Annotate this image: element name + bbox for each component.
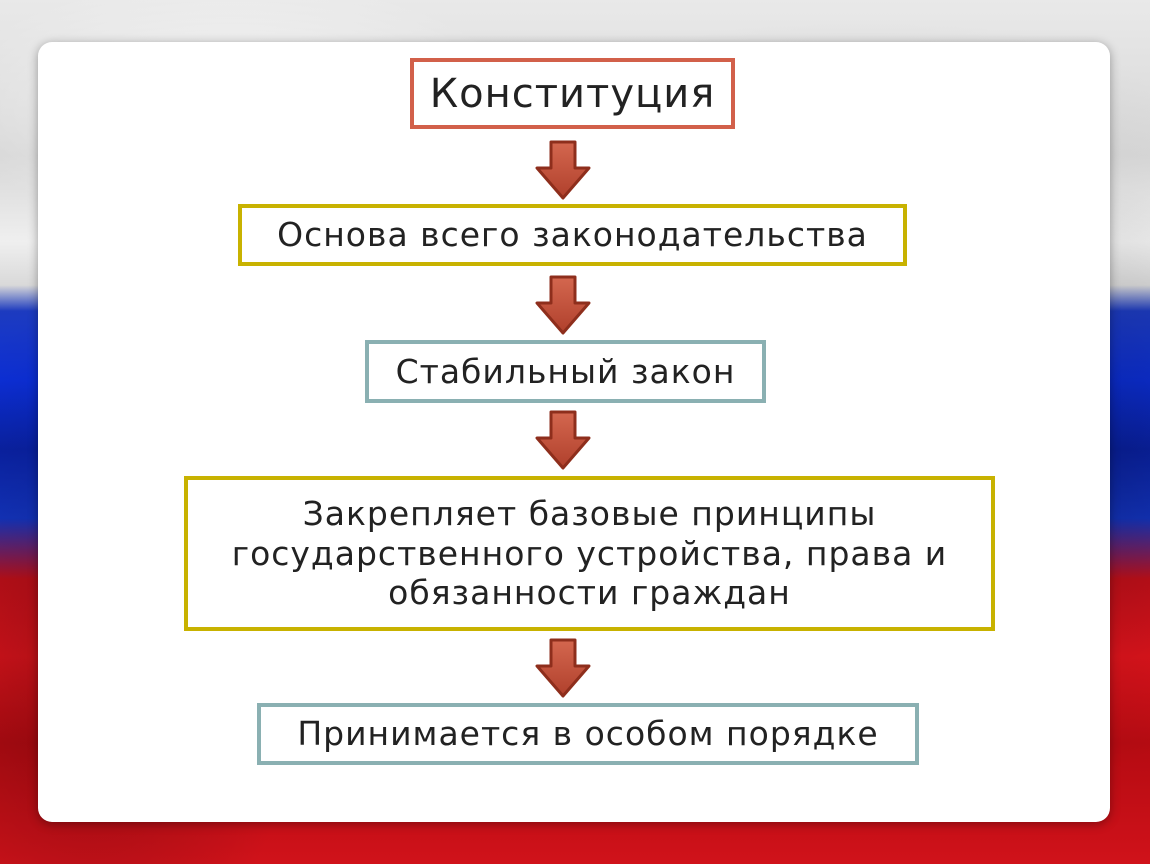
node-constitution: Конституция — [410, 58, 735, 129]
down-arrow-icon — [533, 140, 593, 202]
down-arrow-icon — [533, 275, 593, 337]
down-arrow-icon — [533, 410, 593, 472]
node-special-procedure: Принимается в особом порядке — [257, 703, 919, 765]
node-stable-law: Стабильный закон — [365, 340, 766, 403]
node-basis-of-legislation: Основа всего законодательства — [238, 204, 907, 266]
node-constitution-label: Конституция — [429, 70, 716, 117]
node-basic-principles: Закрепляет базовые принципы государствен… — [184, 476, 995, 631]
node-special-procedure-label: Принимается в особом порядке — [297, 714, 879, 754]
down-arrow-icon — [533, 638, 593, 700]
node-stable-law-label: Стабильный закон — [395, 351, 736, 391]
node-basis-label: Основа всего законодательства — [277, 215, 868, 255]
node-basic-principles-label: Закрепляет базовые принципы государствен… — [231, 494, 948, 613]
